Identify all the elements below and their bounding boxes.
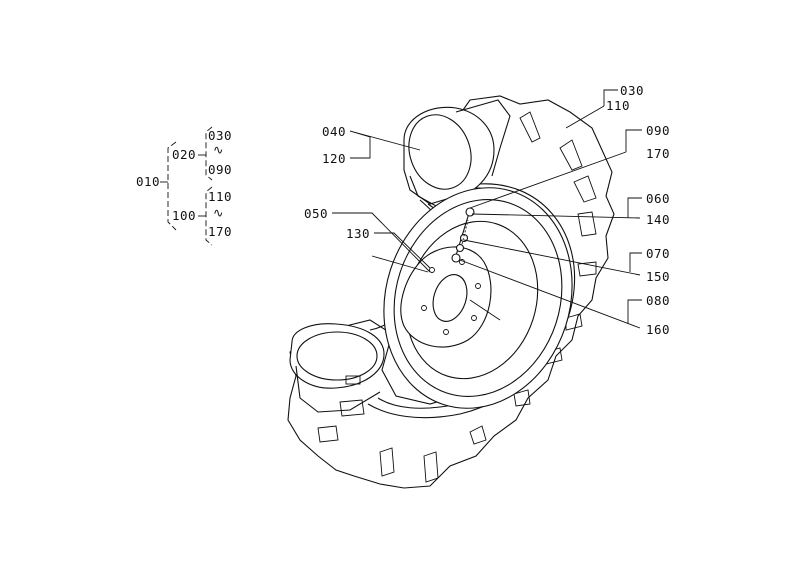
leader-170 bbox=[469, 151, 627, 209]
leader-090 bbox=[625, 129, 642, 152]
callout-110: 110 bbox=[606, 98, 630, 113]
callout-150: 150 bbox=[646, 269, 670, 284]
callout-070: 070 bbox=[646, 246, 670, 261]
leader-160 bbox=[459, 259, 641, 329]
tree-group-b-label: 100 bbox=[172, 208, 196, 223]
leader-050 bbox=[332, 212, 431, 273]
leader-040 bbox=[349, 130, 421, 151]
valve-cap bbox=[465, 207, 475, 217]
callout-050: 050 bbox=[304, 206, 328, 221]
callout-080: 080 bbox=[646, 293, 670, 308]
leader-110 bbox=[565, 105, 605, 129]
tree-group-a-range: ∿ bbox=[213, 142, 224, 157]
wheel-hub-bore bbox=[432, 274, 468, 322]
callout-170: 170 bbox=[646, 146, 670, 161]
leader-040-120-bracket bbox=[349, 130, 371, 159]
tree-group-b-range: ∿ bbox=[213, 205, 224, 220]
tree-group-a-to: 090 bbox=[208, 162, 232, 177]
tree-group-a-bracket bbox=[205, 126, 213, 181]
tire-lower-wall bbox=[295, 365, 381, 413]
leader-140 bbox=[471, 213, 641, 219]
tire-drawing bbox=[287, 95, 615, 489]
tree-group-a-from: 030 bbox=[208, 128, 232, 143]
rim-drawing bbox=[383, 187, 573, 409]
leader-hub bbox=[469, 299, 501, 321]
tree-group-a-label: 020 bbox=[172, 147, 196, 162]
leader-050-disc bbox=[371, 255, 429, 273]
leader-080 bbox=[627, 299, 642, 324]
tire-upper-bore bbox=[408, 114, 472, 190]
leader-030 bbox=[603, 89, 618, 106]
leader-060 bbox=[627, 197, 642, 218]
callout-labels: 030 110 040 120 090 170 050 130 060 140 … bbox=[304, 83, 670, 337]
tree-group-b-from: 110 bbox=[208, 189, 232, 204]
callout-120: 120 bbox=[322, 151, 346, 166]
leader-070 bbox=[629, 252, 642, 272]
tree-root-label: 010 bbox=[136, 174, 160, 189]
callout-130: 130 bbox=[346, 226, 370, 241]
leader-130 bbox=[374, 232, 431, 269]
valve-nut-b bbox=[455, 243, 465, 253]
callout-030: 030 bbox=[620, 83, 644, 98]
callout-160: 160 bbox=[646, 322, 670, 337]
valve-nut-a bbox=[451, 253, 461, 263]
rim-inner-flange bbox=[393, 199, 563, 397]
tree-root-bracket bbox=[167, 141, 177, 231]
tire-lower-bore bbox=[296, 331, 378, 381]
assembly-tree: 010 020 030 ∿ 090 100 110 ∿ 170 bbox=[136, 126, 232, 246]
callout-040: 040 bbox=[322, 124, 346, 139]
tree-group-b-to: 170 bbox=[208, 224, 232, 239]
callout-090: 090 bbox=[646, 123, 670, 138]
callout-140: 140 bbox=[646, 212, 670, 227]
tire-upper-edge bbox=[455, 99, 511, 177]
callout-leaders bbox=[332, 89, 642, 329]
callout-060: 060 bbox=[646, 191, 670, 206]
valve-thread bbox=[461, 219, 469, 245]
tire-lower-slot bbox=[345, 375, 361, 385]
leader-150 bbox=[463, 239, 641, 276]
